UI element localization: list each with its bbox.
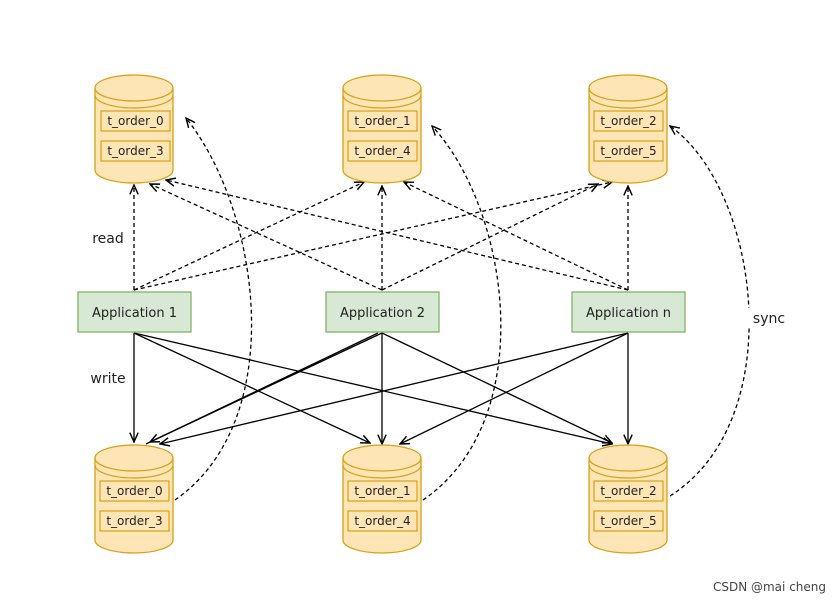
table-box[interactable]: t_order_3 xyxy=(99,510,170,532)
read-arrow-appn-db1 xyxy=(404,182,629,291)
top-database-1[interactable]: t_order_1 t_order_4 xyxy=(342,74,422,184)
sync-arrow-db2 xyxy=(670,126,750,497)
read-label-bg xyxy=(86,228,130,248)
table-name: t_order_3 xyxy=(106,514,162,528)
application-label: Application 2 xyxy=(340,306,425,321)
table-box[interactable]: t_order_1 xyxy=(347,110,418,132)
table-name: t_order_1 xyxy=(354,484,410,498)
table-name: t_order_3 xyxy=(107,144,163,158)
table-box[interactable]: t_order_0 xyxy=(100,110,171,132)
table-name: t_order_5 xyxy=(600,514,656,528)
read-arrow-appn-db0 xyxy=(166,180,629,291)
application-label: Application 1 xyxy=(92,306,177,321)
table-box[interactable]: t_order_5 xyxy=(593,140,664,162)
watermark: CSDN @mai cheng xyxy=(713,580,826,594)
table-name: t_order_5 xyxy=(600,144,656,158)
table-box[interactable]: t_order_0 xyxy=(99,480,170,502)
read-arrow-app1-db1 xyxy=(133,182,364,291)
read-arrows xyxy=(133,180,629,291)
sync-label: sync xyxy=(753,311,785,327)
write-label-bg xyxy=(84,368,132,388)
read-arrow-app2-db2 xyxy=(381,184,598,291)
write-arrow-app2-db2 xyxy=(381,332,612,443)
table-box[interactable]: t_order_3 xyxy=(100,140,171,162)
table-box[interactable]: t_order_1 xyxy=(347,480,418,502)
bottom-database-2[interactable]: t_order_2 t_order_5 xyxy=(588,444,668,554)
table-box[interactable]: t_order_4 xyxy=(347,140,418,162)
read-arrow-app2-db0 xyxy=(150,184,383,291)
write-arrow-appn-db1 xyxy=(400,332,629,444)
application-1[interactable]: Application 1 xyxy=(77,291,192,333)
table-name: t_order_1 xyxy=(354,114,410,128)
application-n[interactable]: Application n xyxy=(571,291,686,333)
sync-arrow-db1 xyxy=(422,126,502,501)
table-box[interactable]: t_order_5 xyxy=(593,510,664,532)
table-name: t_order_4 xyxy=(354,514,410,528)
table-name: t_order_2 xyxy=(600,114,656,128)
top-database-0[interactable]: t_order_0 t_order_3 xyxy=(94,74,174,184)
table-name: t_order_2 xyxy=(600,484,656,498)
read-label: read xyxy=(92,231,124,247)
application-label: Application n xyxy=(586,306,671,321)
table-box[interactable]: t_order_4 xyxy=(347,510,418,532)
write-arrows xyxy=(133,332,629,445)
sync-arrows xyxy=(174,118,750,501)
read-arrow-app1-db2 xyxy=(133,182,612,291)
table-name: t_order_0 xyxy=(107,114,163,128)
table-name: t_order_0 xyxy=(106,484,162,498)
bottom-database-0[interactable]: t_order_0 t_order_3 xyxy=(94,444,174,554)
sync-label-bg xyxy=(748,308,790,328)
write-label: write xyxy=(90,371,125,387)
write-arrow-app2-db0-double xyxy=(145,332,379,445)
write-arrow-app1-db1 xyxy=(133,332,370,443)
write-arrow-app1-db2 xyxy=(133,332,612,444)
write-arrow-appn-db0 xyxy=(160,332,629,444)
table-box[interactable]: t_order_2 xyxy=(593,110,664,132)
top-database-2[interactable]: t_order_2 t_order_5 xyxy=(588,74,668,184)
bottom-database-1[interactable]: t_order_1 t_order_4 xyxy=(342,444,422,554)
table-name: t_order_4 xyxy=(354,144,410,158)
sync-arrow-db0 xyxy=(174,118,253,501)
table-box[interactable]: t_order_2 xyxy=(593,480,664,502)
application-2[interactable]: Application 2 xyxy=(325,291,440,333)
